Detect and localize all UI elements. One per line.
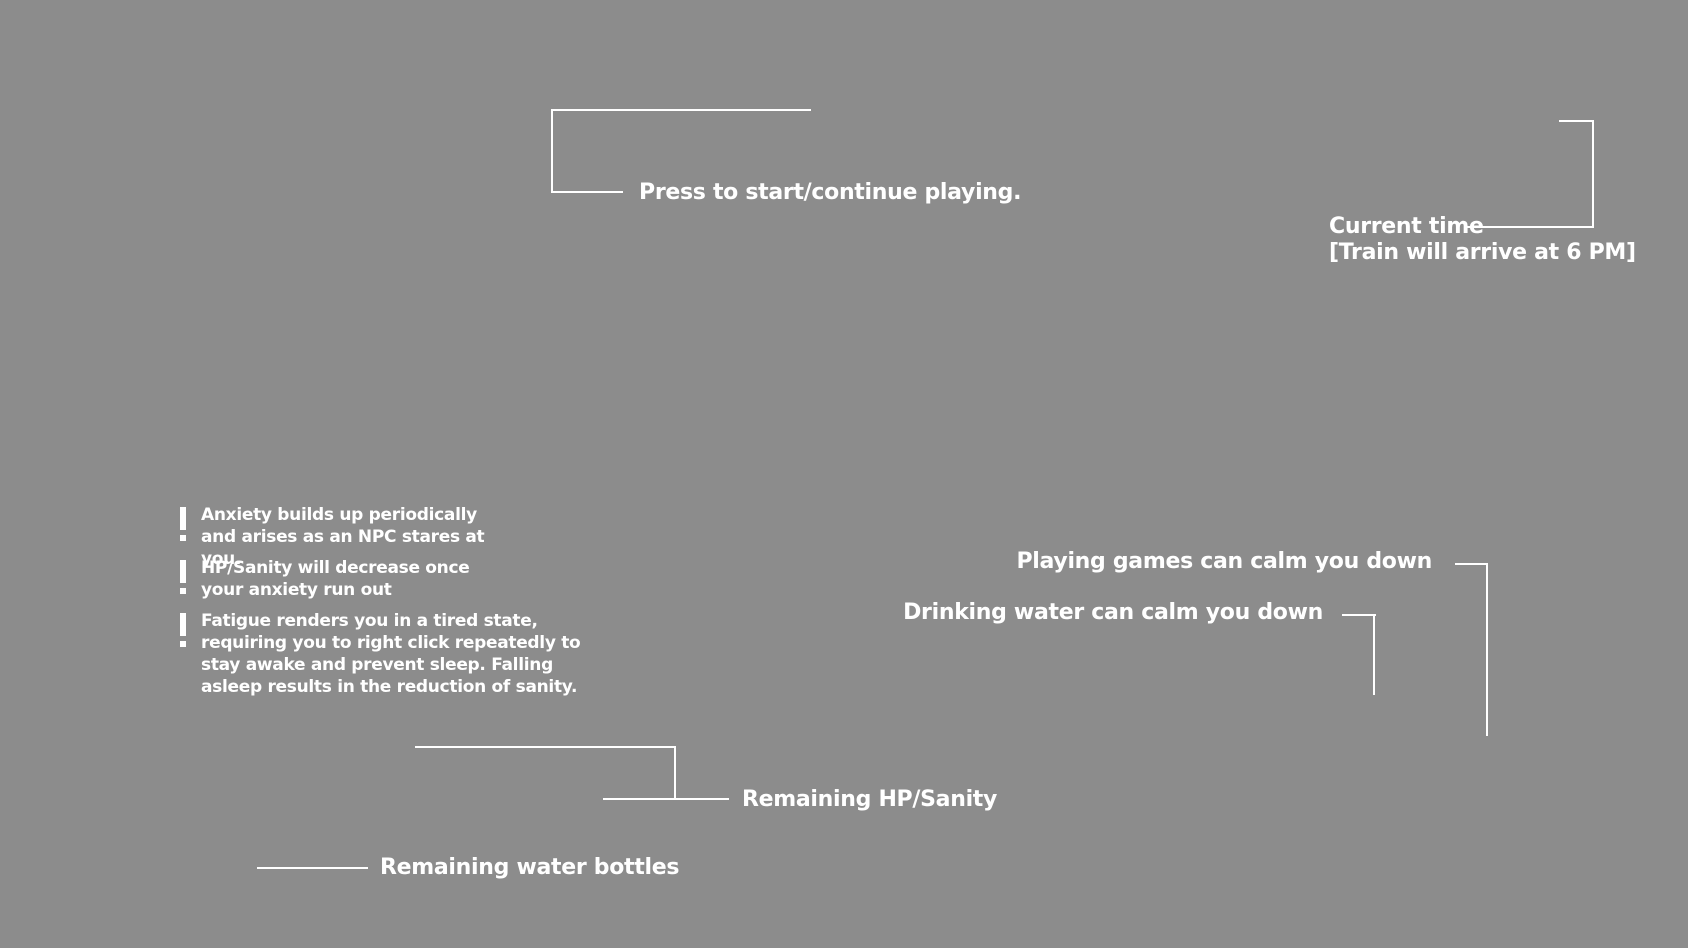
hp-callout-line-top: [415, 746, 676, 748]
time-callout-line-top: [1559, 120, 1594, 122]
water-callout-line-horizontal: [1342, 614, 1376, 616]
warning-text: Fatigue renders you in a tired state, re…: [201, 611, 581, 697]
warning-item-hp: HP/Sanity will decrease once your anxiet…: [180, 557, 501, 601]
time-callout-line-bottom: [1464, 226, 1594, 228]
exclamation-icon: [180, 560, 188, 596]
games-callout-line-vertical: [1486, 563, 1488, 736]
time-callout-line-vertical: [1592, 120, 1594, 228]
start-callout-label: Press to start/continue playing.: [639, 180, 1022, 205]
hp-callout-line-vertical: [674, 746, 676, 800]
hp-callout-label: Remaining HP/Sanity: [742, 787, 998, 812]
hp-callout-line-bottom: [603, 798, 729, 800]
bottles-callout-label: Remaining water bottles: [380, 855, 680, 880]
warning-item-anxiety: Anxiety builds up periodically and arise…: [180, 504, 501, 570]
bottles-callout-line: [257, 867, 368, 869]
warning-text: Anxiety builds up periodically and arise…: [201, 505, 485, 569]
exclamation-icon: [180, 613, 188, 649]
water-callout-line-vertical: [1373, 614, 1375, 695]
time-callout-label-line1: Current time: [1329, 214, 1484, 239]
start-callout-line-vertical: [551, 109, 553, 193]
games-callout-label: Playing games can calm you down: [1016, 549, 1432, 574]
warning-item-fatigue: Fatigue renders you in a tired state, re…: [180, 610, 601, 698]
games-callout-line-horizontal: [1455, 563, 1488, 565]
start-callout-line-bottom: [551, 191, 623, 193]
start-callout-line-top: [551, 109, 811, 111]
time-callout-label-line2: [Train will arrive at 6 PM]: [1329, 240, 1636, 265]
water-callout-label: Drinking water can calm you down: [903, 600, 1323, 625]
warning-text: HP/Sanity will decrease once your anxiet…: [201, 558, 470, 600]
exclamation-icon: [180, 507, 188, 543]
